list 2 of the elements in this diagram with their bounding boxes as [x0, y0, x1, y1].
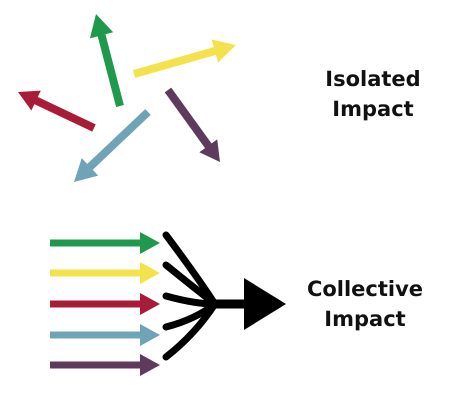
- caption-text: Collective Impact: [306, 276, 424, 333]
- caption-text: Isolated Impact: [324, 66, 422, 123]
